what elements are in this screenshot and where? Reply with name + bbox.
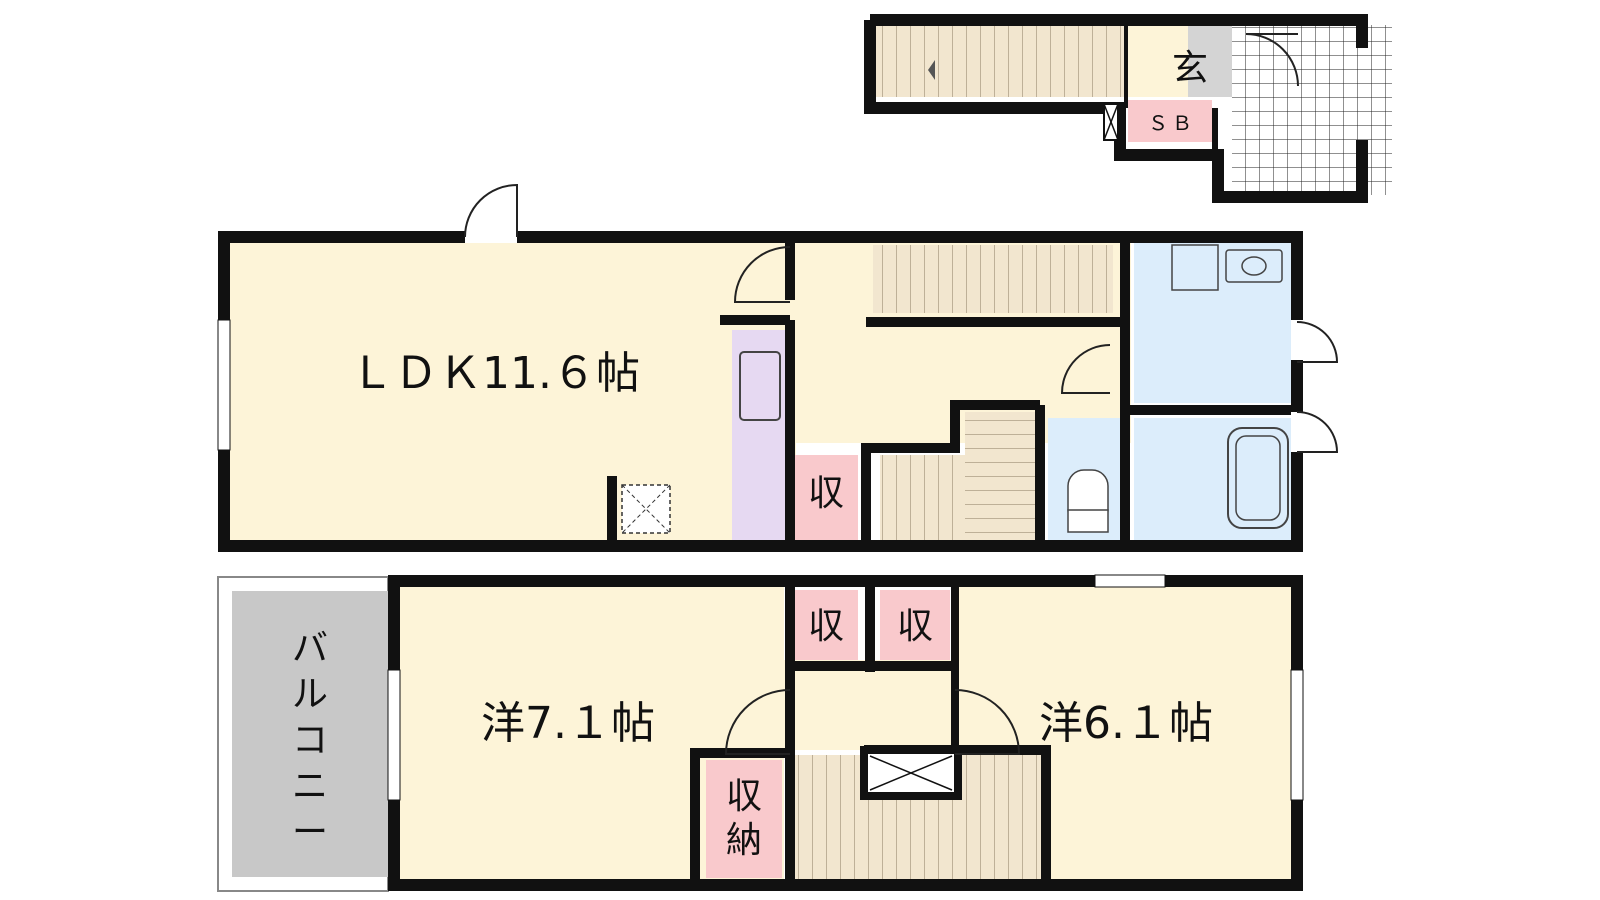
- entrance-block: 玄 ＳＢ: [864, 14, 1392, 203]
- ldk-label: ＬＤＫ11.６帖: [350, 348, 640, 399]
- closet-label-bottom: 納: [726, 820, 762, 861]
- closet-label-top: 収: [726, 776, 762, 817]
- svg-text:ニ: ニ: [292, 766, 328, 807]
- storage-label-2: 収: [897, 606, 933, 647]
- western-61-label: 洋6.１帖: [1039, 698, 1213, 749]
- shoe-box-label: ＳＢ: [1148, 111, 1196, 135]
- storage-label-1: 収: [808, 606, 844, 647]
- svg-text:ル: ル: [292, 674, 328, 715]
- svg-text:コ: コ: [292, 720, 328, 761]
- balcony-label: バ ル コ ニ ー: [292, 628, 328, 853]
- svg-text:ー: ー: [292, 812, 328, 853]
- svg-text:バ: バ: [292, 628, 328, 669]
- storage-label-ldk: 収: [808, 473, 844, 514]
- second-floor: バ ル コ ニ ー 洋7.１帖 洋6.１帖 収 収 収 納: [217, 574, 1304, 892]
- ldk-floor: ＬＤＫ11.６帖 収: [217, 183, 1339, 552]
- western-71-label: 洋7.１帖: [481, 698, 655, 749]
- entrance-label: 玄: [1172, 48, 1208, 89]
